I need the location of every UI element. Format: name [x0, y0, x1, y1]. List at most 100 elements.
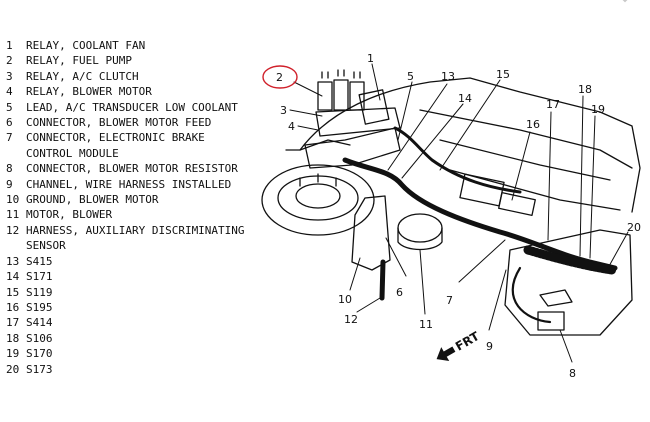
legend-number: 18 [6, 331, 20, 345]
legend-item: 2 RELAY, FUEL PUMP [6, 53, 264, 68]
fender-outline [285, 139, 351, 151]
firewall-ledge [419, 109, 633, 169]
callout-5: 5 [407, 70, 414, 83]
callout-4: 4 [288, 120, 295, 133]
legend-number: 14 [6, 270, 20, 284]
legend-number: 19 [6, 347, 20, 361]
legend-number: 15 [6, 285, 20, 299]
callout-12: 12 [344, 313, 358, 326]
legend-text: S415 [26, 254, 53, 268]
legend-item: 4 RELAY, BLOWER MOTOR [6, 84, 264, 99]
callout-8: 8 [569, 367, 576, 380]
legend-item: 15 S119 [6, 285, 264, 300]
callout-14: 14 [458, 92, 472, 105]
legend-number: 5 [6, 100, 13, 114]
wire-harness-main [342, 157, 618, 271]
legend-item: 20 S173 [6, 362, 264, 377]
callout-6: 6 [396, 286, 403, 299]
legend-item: 12 HARNESS, AUXILIARY DISCRIMINATING [6, 223, 264, 238]
close-icon [622, 0, 628, 3]
legend-number: 10 [6, 193, 20, 207]
legend-text: S173 [26, 362, 53, 376]
relay-fuel-pump [317, 81, 333, 111]
blower-motor-housing [397, 213, 443, 243]
strut-tower-ring-inner [295, 183, 341, 209]
resistor-plug [539, 289, 573, 307]
legend-number: 6 [6, 116, 13, 130]
relay-ac-clutch [333, 79, 349, 111]
callout-19: 19 [591, 103, 605, 116]
callout-20: 20 [627, 221, 641, 234]
resistor-lead [511, 266, 552, 324]
strut-tower-outer [261, 164, 375, 236]
callout-18: 18 [578, 83, 592, 96]
callout-3: 3 [280, 104, 287, 117]
legend-item: 6 CONNECTOR, BLOWER MOTOR FEED [6, 115, 264, 130]
callout-1: 1 [367, 52, 374, 65]
resistor-connector [498, 191, 536, 217]
legend-text: S106 [26, 331, 53, 345]
legend-text: RELAY, COOLANT FAN [26, 39, 146, 52]
legend-number: 12 [6, 223, 20, 237]
wire-harness-upper [393, 126, 522, 194]
legend-number: 13 [6, 254, 20, 268]
legend-text: CONNECTOR, BLOWER MOTOR RESISTOR [26, 162, 238, 176]
legend-item: 11 MOTOR, BLOWER [6, 207, 264, 222]
legend-text: CONNECTOR, BLOWER MOTOR FEED [26, 116, 212, 130]
blower-resistor-connector [537, 311, 565, 331]
legend-text: S119 [26, 285, 53, 299]
cowl-panel [504, 229, 633, 336]
legend-number: 9 [6, 177, 13, 191]
legend-text: S195 [26, 300, 53, 314]
close-button[interactable] [612, 0, 638, 8]
legend-text: S171 [26, 270, 53, 284]
legend-item: 14 S171 [6, 269, 264, 284]
legend-number: 2 [6, 54, 13, 68]
callout-7: 7 [446, 294, 453, 307]
callout-10: 10 [338, 293, 352, 306]
legend-item: 18 S106 [6, 331, 264, 346]
legend-item: 16 S195 [6, 300, 264, 315]
legend-item: 13 S415 [6, 254, 264, 269]
relay-terminals [321, 69, 361, 79]
legend-text-continued: CONTROL MODULE [26, 146, 119, 160]
legend-text: RELAY, BLOWER MOTOR [26, 85, 152, 99]
highlight-circle [262, 65, 298, 89]
legend-text: RELAY, A/C CLUTCH [26, 69, 139, 83]
legend-text: MOTOR, BLOWER [26, 208, 113, 222]
callout-11: 11 [419, 318, 433, 331]
blower-motor-body [397, 227, 443, 251]
legend-text: HARNESS, AUXILIARY DISCRIMINATING [26, 223, 245, 237]
legend-number: 17 [6, 316, 20, 330]
relay-bracket [304, 127, 401, 169]
blower-channel [351, 195, 391, 271]
relay-base [315, 107, 401, 137]
front-arrow: FRT [436, 329, 482, 362]
legend-number: 11 [6, 208, 20, 222]
legend-number: 16 [6, 300, 20, 314]
legend-number: 8 [6, 162, 13, 176]
callout-17: 17 [546, 98, 560, 111]
legend-text: CONNECTOR, ELECTRONIC BRAKE [26, 131, 205, 145]
legend-number: 3 [6, 69, 13, 83]
callout-15: 15 [496, 68, 510, 81]
legend-item: 3 RELAY, A/C CLUTCH [6, 69, 264, 84]
legend-number: 20 [6, 362, 20, 376]
harness-aux-sensor [379, 259, 386, 301]
legend-item: 19 S170 [6, 346, 264, 361]
front-arrow-icon [436, 346, 456, 362]
callout-16: 16 [526, 118, 540, 131]
legend-item: 8 CONNECTOR, BLOWER MOTOR RESISTOR [6, 161, 264, 176]
legend-text: S170 [26, 347, 53, 361]
legend-text: RELAY, FUEL PUMP [26, 54, 132, 68]
legend-number: 4 [6, 85, 13, 99]
callout-labels: 1 2 3 4 5 6 7 8 9 10 11 12 13 14 15 16 1… [276, 52, 641, 380]
